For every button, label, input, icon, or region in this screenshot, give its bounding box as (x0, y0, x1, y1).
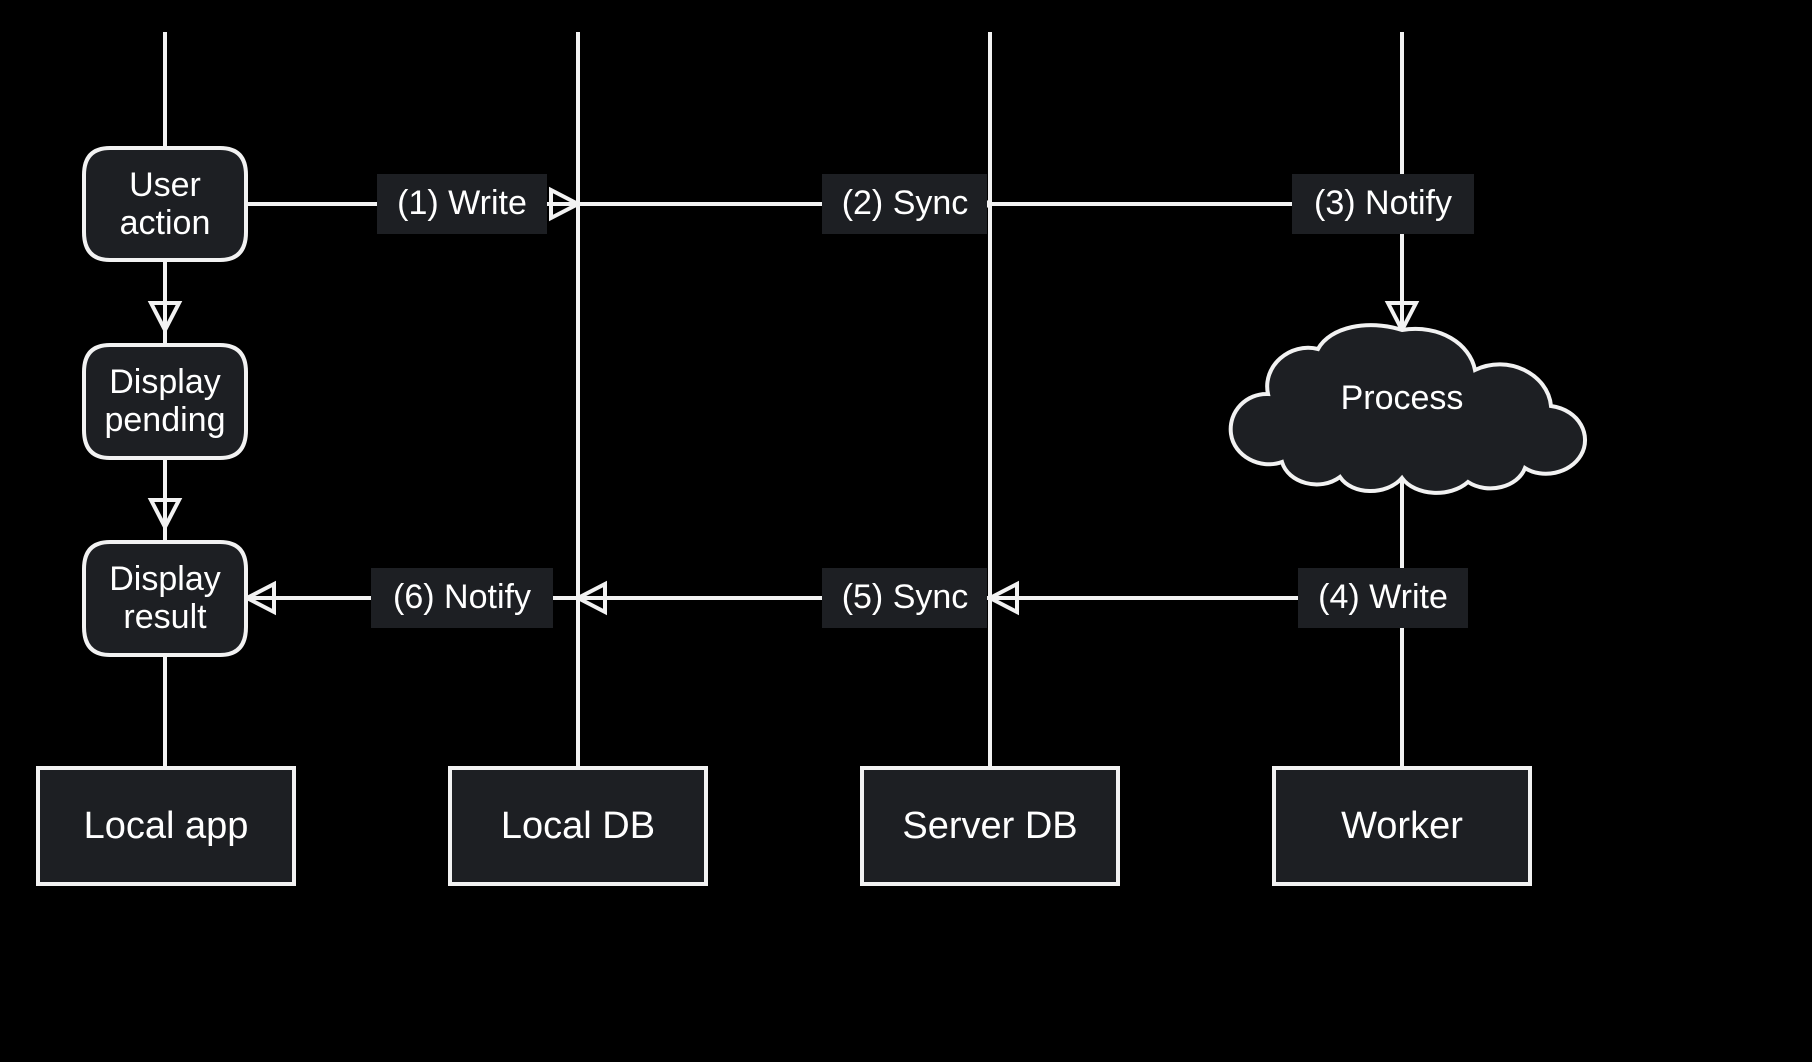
message-label-write-back[interactable]: (4) Write (1298, 568, 1468, 628)
message-label-write-back-box (1298, 568, 1468, 628)
actor-box-server-db-outline (860, 766, 1120, 886)
actor-box-local-app[interactable]: Local app (36, 766, 296, 886)
arrowhead-useraction-to-pending (147, 301, 183, 335)
arrowhead-sync-down (573, 580, 607, 616)
message-label-sync-down[interactable]: (5) Sync (822, 568, 987, 628)
node-display-pending-outline (82, 343, 248, 460)
node-process-cloud-fill (1230, 325, 1586, 493)
message-label-write-box (377, 174, 547, 234)
node-process[interactable]: Process (1228, 323, 1587, 495)
node-display-result-line1: Display (109, 560, 220, 598)
node-display-pending-line1: Display (109, 363, 220, 401)
arrowhead-notify-app (242, 580, 276, 616)
actor-box-local-app-outline (36, 766, 296, 886)
message-label-sync-down-box (822, 568, 987, 628)
node-user-action-line1: User (129, 166, 201, 204)
actor-box-local-db-outline (448, 766, 708, 886)
arrowhead-pending-to-result (147, 498, 183, 532)
actor-box-local-db-fill (450, 768, 706, 884)
message-label-sync-up-text: (2) Sync (842, 184, 969, 222)
actor-box-server-db[interactable]: Server DB (860, 766, 1120, 886)
message-label-notify-worker[interactable]: (3) Notify (1292, 174, 1474, 234)
message-label-write-text: (1) Write (397, 184, 527, 222)
node-display-pending[interactable]: Display pending (82, 343, 248, 460)
node-display-pending-fill (84, 345, 246, 458)
actor-box-worker[interactable]: Worker (1272, 766, 1532, 886)
arrowhead-notify-to-process (1384, 301, 1420, 335)
actor-box-worker-fill (1274, 768, 1530, 884)
actor-box-worker-label: Worker (1341, 805, 1463, 847)
actor-box-local-db-label: Local DB (501, 805, 655, 847)
node-process-cloud-outline (1228, 323, 1587, 495)
node-display-pending-line2: pending (104, 401, 225, 439)
message-label-notify-worker-text: (3) Notify (1314, 184, 1452, 222)
actor-box-local-db[interactable]: Local DB (448, 766, 708, 886)
node-display-result-fill (84, 542, 246, 655)
message-label-notify-app-box (371, 568, 553, 628)
message-label-write[interactable]: (1) Write (377, 174, 547, 234)
message-label-sync-up-box (822, 174, 987, 234)
flow-local-app-vertical (147, 262, 183, 532)
arrowhead-write-back (985, 580, 1019, 616)
actor-box-worker-outline (1272, 766, 1532, 886)
node-user-action[interactable]: User action (82, 146, 248, 262)
node-user-action-line2: action (120, 204, 211, 242)
message-label-write-back-text: (4) Write (1318, 578, 1448, 616)
message-label-notify-app[interactable]: (6) Notify (371, 568, 553, 628)
node-process-label: Process (1341, 379, 1464, 417)
message-label-sync-down-text: (5) Sync (842, 578, 969, 616)
actor-box-local-app-label: Local app (84, 805, 249, 847)
node-display-result-line2: result (123, 598, 207, 636)
message-label-notify-worker-box (1292, 174, 1474, 234)
lifelines (163, 32, 1404, 770)
actor-box-server-db-label: Server DB (902, 805, 1077, 847)
node-user-action-outline (82, 146, 248, 262)
actor-box-server-db-fill (862, 768, 1118, 884)
message-label-notify-app-text: (6) Notify (393, 578, 531, 616)
actor-box-local-app-fill (38, 768, 294, 884)
node-user-action-fill (84, 148, 246, 260)
node-display-result[interactable]: Display result (82, 540, 248, 657)
message-label-sync-up[interactable]: (2) Sync (822, 174, 987, 234)
arrowhead-write (549, 186, 583, 222)
node-display-result-outline (82, 540, 248, 657)
